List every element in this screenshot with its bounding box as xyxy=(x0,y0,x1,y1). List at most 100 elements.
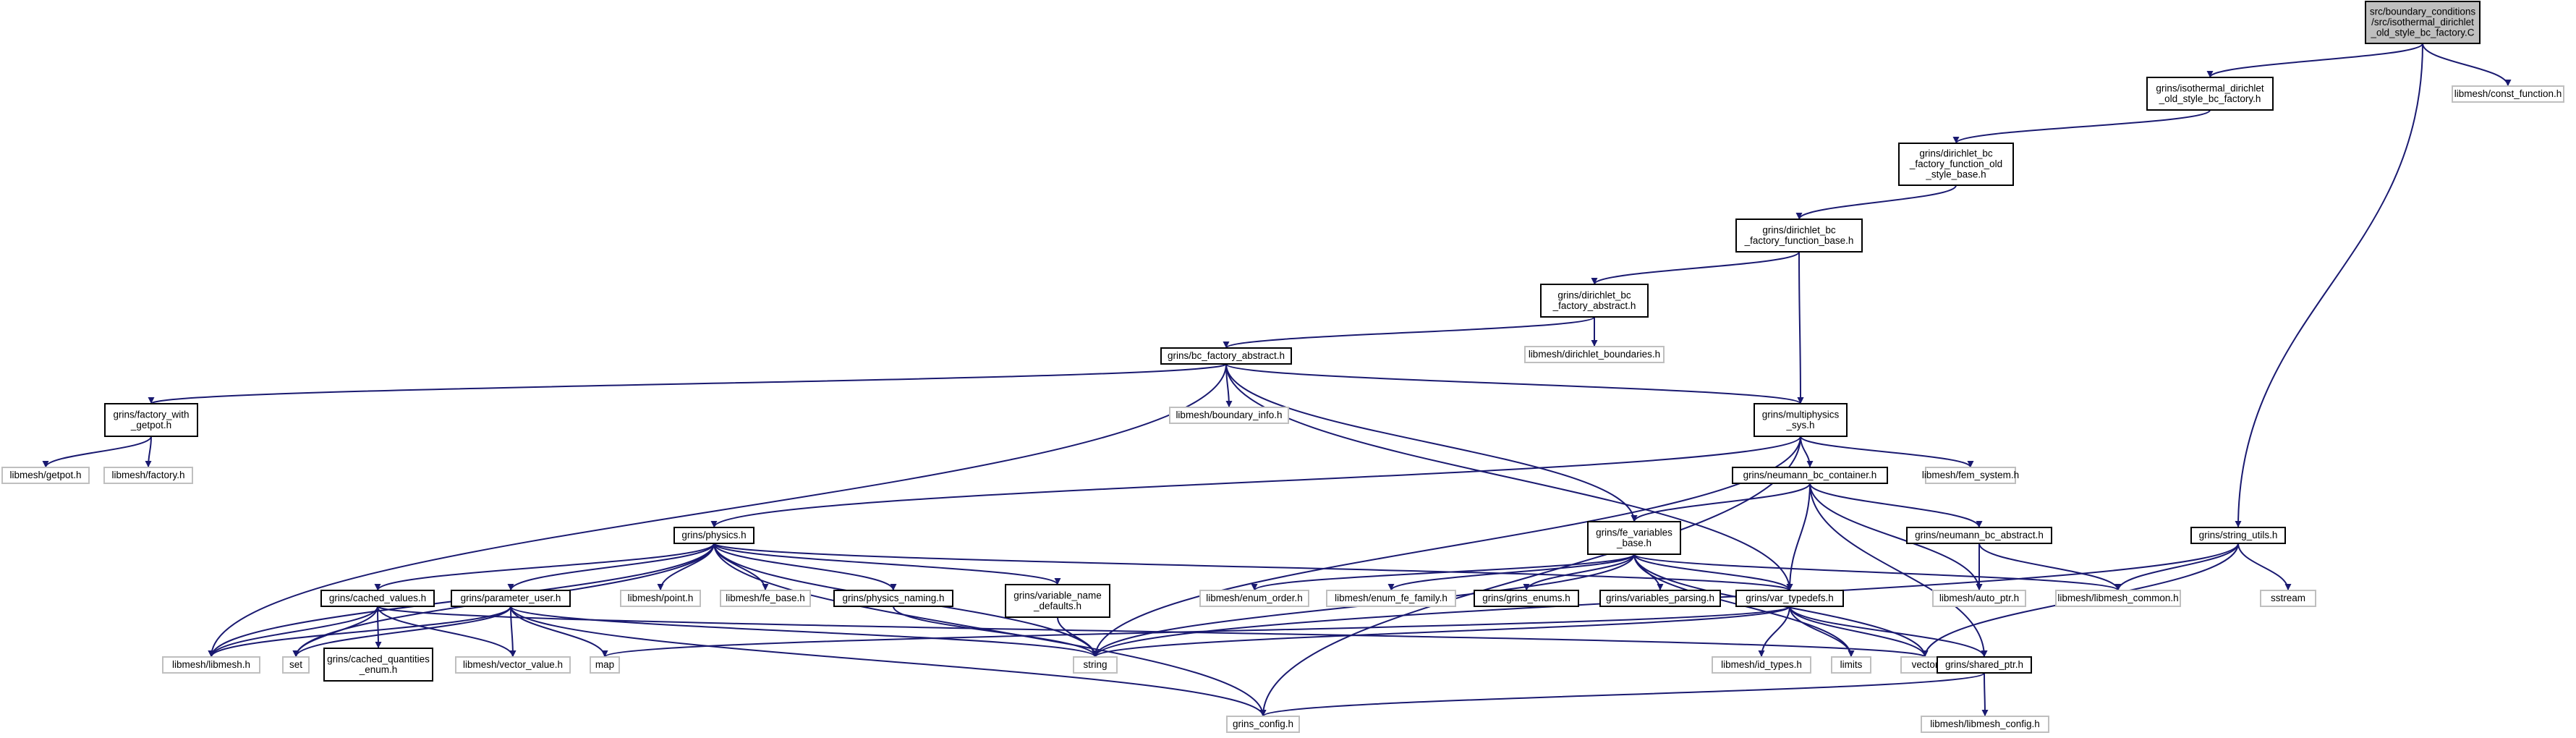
file-node-grins-dirichlet-bc-factory-function-old-style-base-h[interactable]: grins/dirichlet_bc_factory_function_old_… xyxy=(1898,143,2014,186)
node-label-line: grins/string_utils.h xyxy=(2199,530,2278,540)
file-node-grins-bc-factory-abstract-h[interactable]: grins/bc_factory_abstract.h xyxy=(1160,347,1292,365)
edge-fwg-to-factory xyxy=(145,436,152,468)
node-box xyxy=(1169,407,1289,424)
file-node-grins-parameter-user-h[interactable]: grins/parameter_user.h xyxy=(451,590,571,607)
file-node-grins-dirichlet-bc-factory-function-base-h[interactable]: grins/dirichlet_bc_factory_function_base… xyxy=(1735,219,1863,253)
node-box xyxy=(1831,656,1871,674)
file-node-grins-config-h: grins_config.h xyxy=(1226,716,1300,733)
node-label-line: grins/factory_with xyxy=(113,409,189,420)
file-node-grins-fe-variables-base-h[interactable]: grins/fe_variables_base.h xyxy=(1587,521,1681,555)
edge-vtypedefs-to-limits xyxy=(1789,606,1855,658)
node-box xyxy=(1735,590,1844,607)
edge-dabs-to-bcabs xyxy=(1223,316,1595,349)
file-node-grins-cached-quantities-enum-h[interactable]: grins/cached_quantities_enum.h xyxy=(323,648,433,682)
node-label-line: grins/grins_enums.h xyxy=(1482,593,1570,603)
node-label-line: grins/bc_factory_abstract.h xyxy=(1168,350,1285,361)
file-node-libmesh-boundary-info-h: libmesh/boundary_info.h xyxy=(1169,407,1289,424)
file-node-grins-var-typedefs-h[interactable]: grins/var_typedefs.h xyxy=(1735,590,1844,607)
node-box xyxy=(1005,584,1110,618)
file-node-grins-neumann-bc-container-h[interactable]: grins/neumann_bc_container.h xyxy=(1732,467,1888,484)
node-label-line: libmesh/libmesh_config.h xyxy=(1930,718,2040,729)
node-label-line: libmesh/auto_ptr.h xyxy=(1939,593,2019,603)
node-box xyxy=(323,648,433,682)
node-box xyxy=(1754,403,1848,437)
node-box xyxy=(2190,527,2286,544)
edge-fevars-to-enumorder xyxy=(1251,554,1635,591)
file-node-grins-multiphysics-sys-h[interactable]: grins/multiphysics_sys.h xyxy=(1754,403,1848,437)
node-box xyxy=(455,656,571,674)
edge-mps-to-physics xyxy=(710,436,1801,528)
node-label-line: _old_style_bc_factory.C xyxy=(2370,27,2474,38)
node-box xyxy=(1524,346,1665,363)
edge-mps-to-gconfig xyxy=(1259,436,1801,717)
edge-dbase-to-dabs xyxy=(1591,251,1800,285)
file-node-grins-dirichlet-bc-factory-abstract-h[interactable]: grins/dirichlet_bc_factory_abstract.h xyxy=(1540,284,1649,318)
node-label-line: _factory_function_old xyxy=(1909,158,2002,169)
file-node-map: map xyxy=(590,656,620,674)
node-label-line: grins/physics_naming.h xyxy=(842,593,944,603)
node-label-line: string xyxy=(1083,659,1107,670)
file-node-grins-physics-h[interactable]: grins/physics.h xyxy=(673,527,754,544)
file-node-grins-neumann-bc-abstract-h[interactable]: grins/neumann_bc_abstract.h xyxy=(1906,527,2052,544)
node-label-line: libmesh/point.h xyxy=(628,593,694,603)
node-label-line: map xyxy=(595,659,614,670)
edge-fwg-to-getpot xyxy=(42,436,152,468)
edge-fevars-to-enumfef xyxy=(1387,554,1635,591)
node-box xyxy=(1326,590,1456,607)
edge-nbc-to-vtypedefs xyxy=(1786,483,1811,591)
node-label-line: _enum.h xyxy=(359,664,398,675)
node-label-line: _sys.h xyxy=(1785,420,1814,430)
edge-sptr-to-lconfig xyxy=(1981,672,1989,717)
edge-cached-to-vecval xyxy=(377,606,517,658)
node-label-line: grins_config.h xyxy=(1233,718,1293,729)
edge-puser-to-gconfig xyxy=(510,606,1267,717)
edge-vtypedefs-to-string xyxy=(1092,606,1790,658)
edge-nbc-to-sptr xyxy=(1809,483,1988,658)
node-box xyxy=(1599,590,1721,607)
node-label-line: grins/cached_values.h xyxy=(329,593,426,603)
node-label-line: libmesh/getpot.h xyxy=(9,470,81,480)
file-node-grins-factory-with-getpot-h[interactable]: grins/factory_with_getpot.h xyxy=(104,403,198,437)
file-node-sstream: sstream xyxy=(2260,590,2316,607)
edge-fevars-to-vtypedefs xyxy=(1633,554,1793,591)
node-box xyxy=(1587,521,1681,555)
file-node-set: set xyxy=(282,656,310,674)
edge-bcabs-to-vtypedefs xyxy=(1225,363,1793,591)
file-node-grins-variables-parsing-h[interactable]: grins/variables_parsing.h xyxy=(1599,590,1721,607)
file-node-grins-string-utils-h[interactable]: grins/string_utils.h xyxy=(2190,527,2286,544)
edge-nbc-to-fevars xyxy=(1631,483,1811,522)
node-label-line: _style_base.h xyxy=(1925,169,1986,180)
file-node-libmesh-point-h: libmesh/point.h xyxy=(620,590,701,607)
file-node-limits: limits xyxy=(1831,656,1871,674)
file-node-grins-cached-values-h[interactable]: grins/cached_values.h xyxy=(320,590,435,607)
edge-sptr-to-gconfig xyxy=(1259,672,1985,717)
file-node-grins-grins-enums-h[interactable]: grins/grins_enums.h xyxy=(1474,590,1579,607)
node-label-line: libmesh/id_types.h xyxy=(1721,659,1802,670)
file-node-grins-variable-name-defaults-h[interactable]: grins/variable_name_defaults.h xyxy=(1005,584,1110,618)
node-label-line: _old_style_bc_factory.h xyxy=(2159,93,2261,104)
file-node-libmesh-const-function-h: libmesh/const_function.h xyxy=(2452,85,2564,103)
node-label-line: src/boundary_conditions xyxy=(2370,7,2476,17)
node-label-line: grins/parameter_user.h xyxy=(461,593,561,603)
file-node-grins-physics-naming-h[interactable]: grins/physics_naming.h xyxy=(833,590,953,607)
edge-puser-to-libmesh xyxy=(208,606,511,658)
node-label-line: limits xyxy=(1840,659,1863,670)
edge-physics-to-vnd xyxy=(713,543,1061,585)
edge-physics-to-gconfig xyxy=(713,543,1267,717)
edge-cached-to-libmesh xyxy=(208,606,378,658)
node-box xyxy=(1735,219,1863,253)
edge-nbcabs-to-lcommon xyxy=(1978,543,2122,591)
node-box xyxy=(1932,590,2026,607)
edge-vtypedefs-to-idtypes xyxy=(1758,606,1790,658)
node-label-line: grins/cached_quantities xyxy=(327,653,430,664)
node-box xyxy=(2452,85,2564,103)
file-node-libmesh-dirichlet-boundaries-h: libmesh/dirichlet_boundaries.h xyxy=(1524,346,1665,363)
node-box xyxy=(1906,527,2052,544)
node-box xyxy=(320,590,435,607)
file-node-src-boundary-conditions-src-isothermal-dirichlet-old-style-bc-factory-c[interactable]: src/boundary_conditions/src/isothermal_d… xyxy=(2365,1,2481,44)
node-label-line: _factory_abstract.h xyxy=(1552,300,1636,311)
file-node-grins-isothermal-dirichlet-old-style-bc-factory-h[interactable]: grins/isothermal_dirichlet_old_style_bc_… xyxy=(2146,77,2274,111)
node-label-line: /src/isothermal_dirichlet xyxy=(2371,17,2474,27)
file-node-grins-shared-ptr-h[interactable]: grins/shared_ptr.h xyxy=(1937,656,2032,674)
